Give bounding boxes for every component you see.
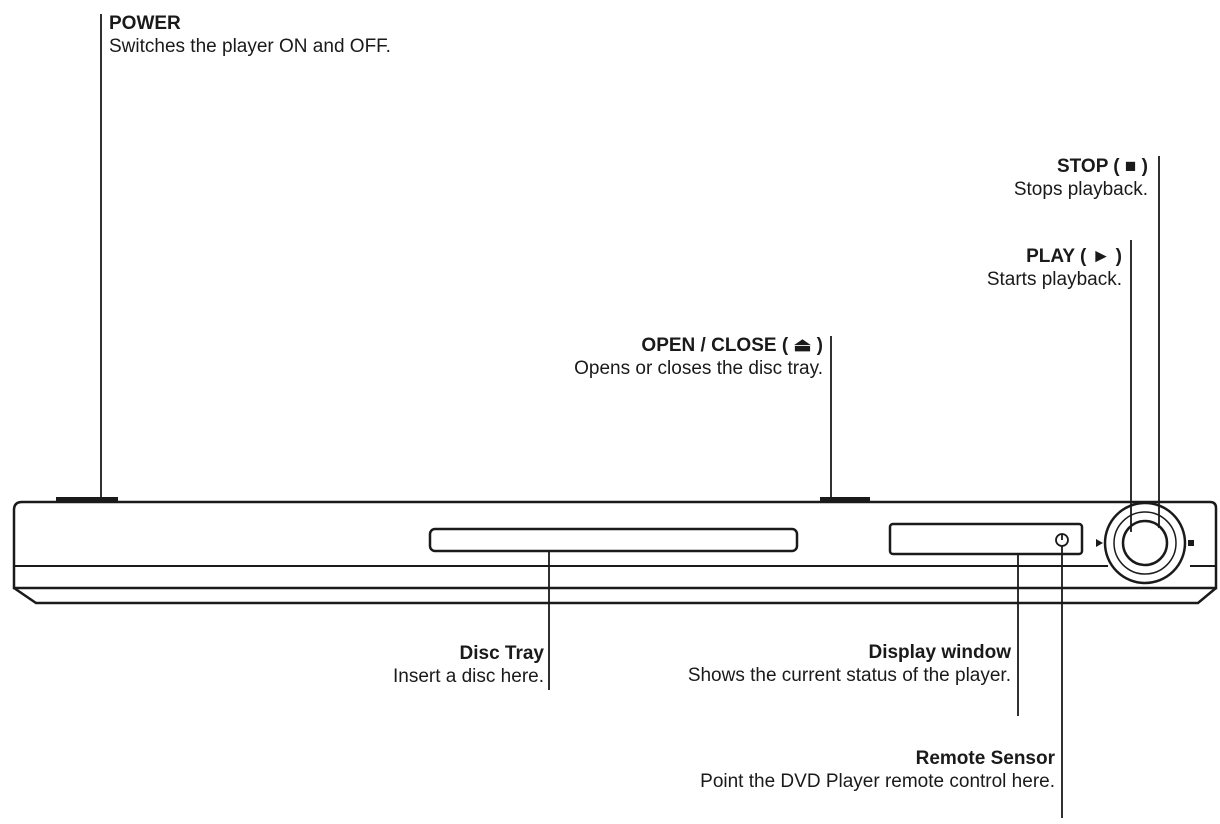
stop-title: STOP ( ■ ) bbox=[1056, 156, 1148, 177]
open-close-button bbox=[820, 497, 870, 503]
power-label: POWER Switches the player ON and OFF. bbox=[109, 12, 391, 58]
jog-ring-outer bbox=[1103, 501, 1187, 585]
play-label: PLAY ( ► ) Starts playback. bbox=[987, 245, 1122, 291]
power-title: POWER bbox=[109, 13, 181, 34]
disc-tray-title: Disc Tray bbox=[459, 643, 545, 664]
stop-description: Stops playback. bbox=[1013, 179, 1148, 200]
stop-label: STOP ( ■ ) Stops playback. bbox=[1014, 155, 1148, 201]
stop-indicator-icon bbox=[1188, 540, 1194, 546]
open-close-title: OPEN / CLOSE ( ⏏ ) bbox=[641, 335, 823, 356]
play-indicator-icon bbox=[1096, 539, 1103, 547]
player-chassis bbox=[12, 500, 1218, 590]
power-description: Switches the player ON and OFF. bbox=[109, 36, 391, 57]
remote-sensor-description: Point the DVD Player remote control here… bbox=[700, 771, 1055, 792]
disc-tray-label: Disc Tray Insert a disc here. bbox=[393, 642, 544, 688]
remote-sensor-label: Remote Sensor Point the DVD Player remot… bbox=[655, 747, 1055, 793]
disc-tray-description: Insert a disc here. bbox=[392, 666, 544, 687]
open-close-description: Opens or closes the disc tray. bbox=[574, 358, 823, 379]
power-button bbox=[56, 497, 118, 503]
jog-ring-inner bbox=[1121, 519, 1169, 567]
jog-ring-mid bbox=[1144, 511, 1177, 575]
display-window-frame bbox=[888, 522, 1084, 556]
display-window-title: Display window bbox=[868, 642, 1011, 663]
display-window-label: Display window Shows the current status … bbox=[671, 641, 1011, 687]
disc-tray-slot bbox=[428, 527, 799, 553]
display-window-description: Shows the current status of the player. bbox=[687, 665, 1011, 686]
play-title: PLAY ( ► ) bbox=[1026, 246, 1122, 267]
open-close-label: OPEN / CLOSE ( ⏏ ) Opens or closes the d… bbox=[574, 334, 823, 380]
play-description: Starts playback. bbox=[986, 269, 1122, 290]
remote-sensor-title: Remote Sensor bbox=[915, 748, 1055, 769]
player-base bbox=[13, 586, 1217, 605]
